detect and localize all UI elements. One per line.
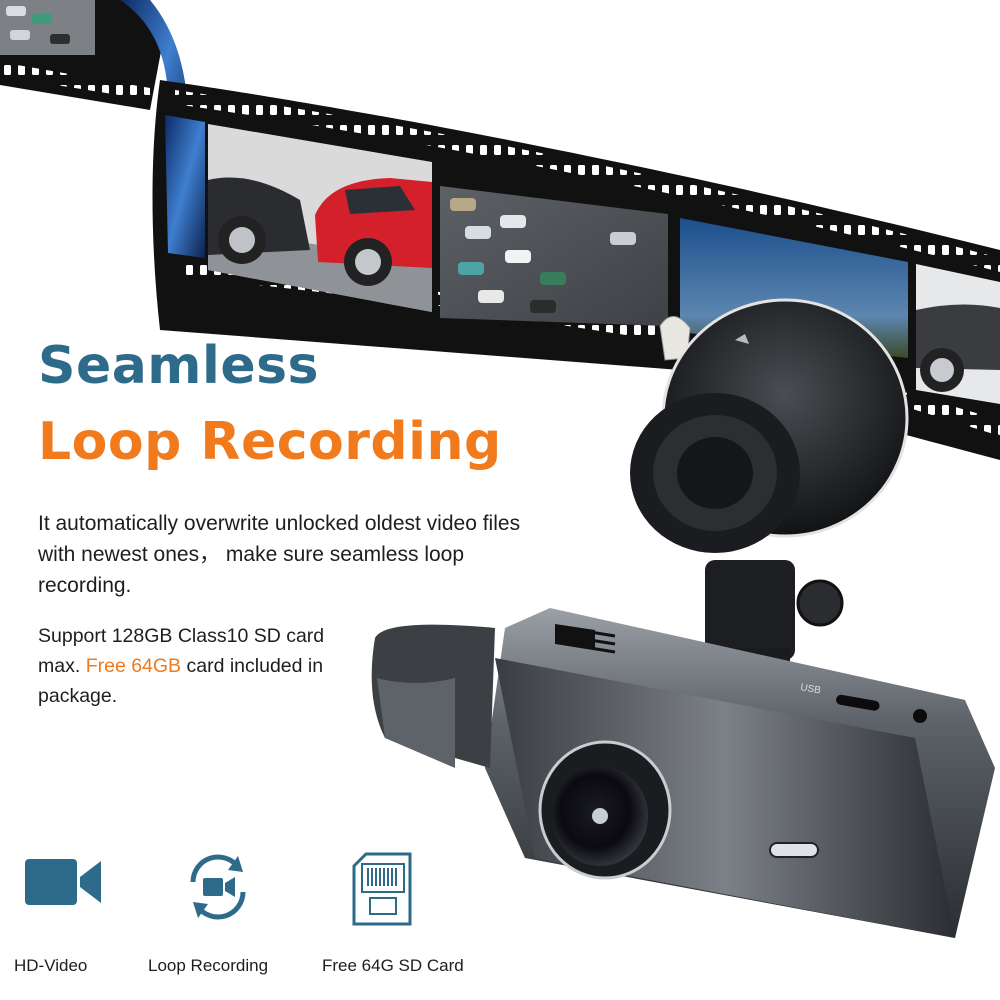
usb-port <box>836 694 880 711</box>
headline-line-2: Loop Recording <box>38 412 502 472</box>
headline-line-1: Seamless <box>38 336 319 396</box>
free-card-highlight: Free 64GB <box>85 655 182 677</box>
feature-label-loop-recording: Loop Recording <box>148 956 269 975</box>
front-lens <box>538 740 672 880</box>
audio-jack <box>913 709 927 723</box>
video-camera-icon <box>25 859 101 905</box>
sd-support-text-after: card included in package. <box>38 655 324 707</box>
vent-slots <box>564 626 616 654</box>
dash-cam-product: USB <box>371 298 995 938</box>
film-frame-blue-streak <box>165 115 205 258</box>
suction-cup-mount <box>630 298 909 553</box>
sd-card-icon <box>352 852 412 926</box>
usb-port-label: USB <box>799 682 821 696</box>
camera-body: USB <box>371 608 995 938</box>
loop-recording-icon <box>190 854 246 920</box>
description-text: It automatically overwrite unlocked olde… <box>38 512 521 597</box>
feature-label-hd-video: HD-Video <box>14 956 88 975</box>
sd-support-text-before: Support 128GB Class10 SD card max. <box>38 625 325 677</box>
film-frame-car-side <box>916 264 1000 404</box>
indicator-light <box>769 842 819 858</box>
sd-support-text: Support 128GB Class10 SD card max. Free … <box>38 621 348 711</box>
film-frame-car-collision <box>208 124 432 312</box>
film-frame-aerial-traffic <box>440 186 668 326</box>
feature-label-sd-card: Free 64G SD Card <box>322 956 464 975</box>
